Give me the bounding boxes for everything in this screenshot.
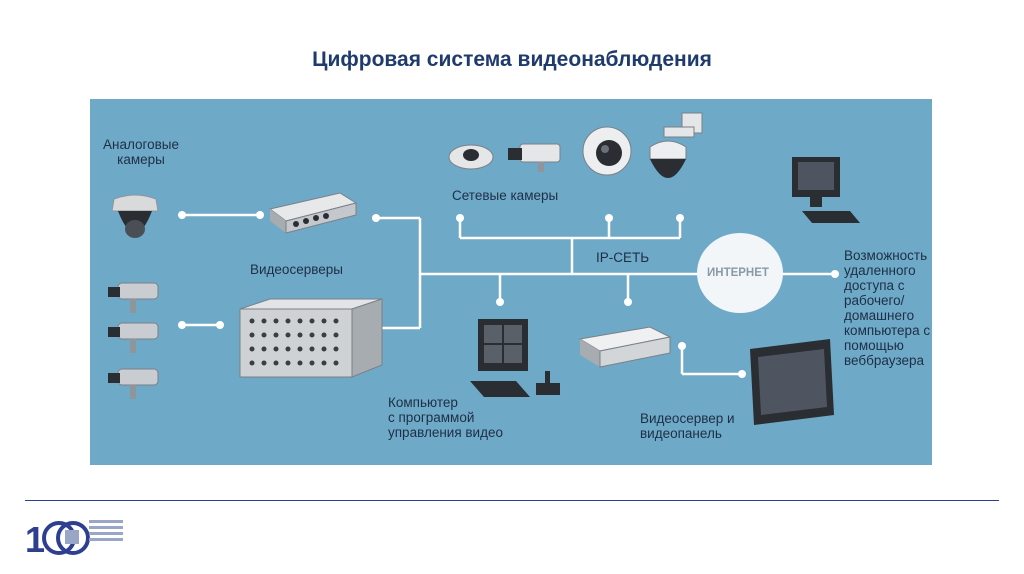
network-fixed-dome-camera-icon (582, 126, 632, 176)
remote-computer-icon (792, 157, 860, 223)
label-management-computer: Компьютер с программой управления видео (388, 395, 503, 440)
label-ip-network: IP-СЕТЬ (596, 250, 650, 265)
page-title: Цифровая система видеонаблюдения (312, 48, 712, 71)
video-server-box-icon (578, 326, 672, 368)
label-network-cameras: Сетевые камеры (452, 188, 559, 203)
rack-video-server-icon (239, 298, 383, 378)
internet-cloud (697, 233, 783, 313)
label-remote-access: Возможность удаленного доступа с рабочег… (844, 248, 931, 368)
svg-text:1: 1 (25, 519, 45, 560)
video-panel-monitor-icon (750, 339, 834, 425)
management-computer-icon (470, 319, 560, 397)
label-videoserver-panel: Видеосервер и видеопанель (640, 411, 735, 441)
video-server-icon (268, 192, 358, 234)
diagram-panel: Аналоговые камеры Видеосерверы Сетевые к… (90, 99, 932, 465)
footer-divider (25, 500, 999, 501)
network-dome-camera-icon (448, 144, 494, 170)
label-video-servers: Видеосерверы (250, 262, 343, 277)
label-analog-cameras: Аналоговые камеры (102, 137, 180, 167)
analog-box-camera-icon (108, 282, 159, 399)
logo-graphic: 1 (25, 519, 123, 560)
network-box-camera-icon (508, 143, 561, 172)
network-ptz-camera-icon (649, 112, 703, 178)
label-internet: ИНТЕРНЕТ (707, 267, 769, 279)
anniversary-logo: 1 (25, 512, 125, 562)
analog-dome-camera-icon (111, 194, 159, 238)
diagram-canvas (108, 112, 860, 425)
